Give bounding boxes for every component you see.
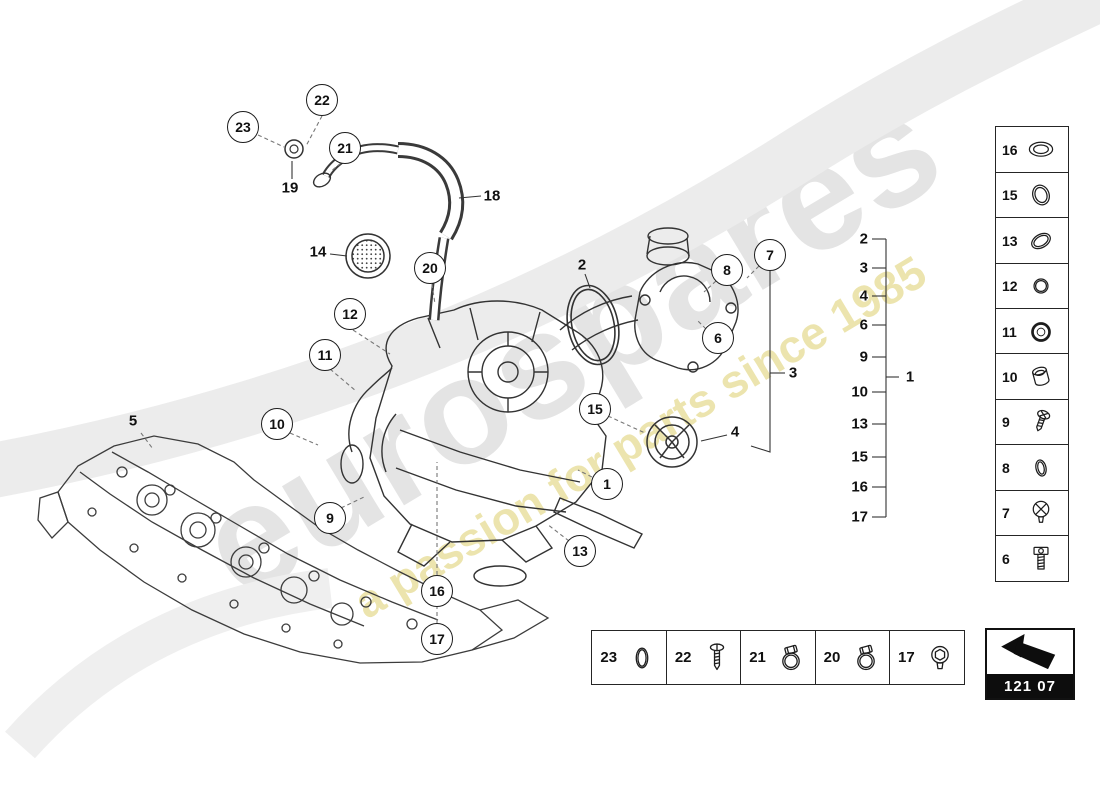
sidebar-part-9[interactable]: 9	[995, 398, 1069, 446]
ref-item-10: 10	[851, 383, 868, 401]
screw-plug-icon	[922, 640, 958, 676]
part-number: 22	[674, 649, 692, 666]
swoosh-art	[0, 0, 1100, 759]
part-number: 23	[600, 649, 618, 666]
sidebar-part-13[interactable]: 13	[995, 217, 1069, 265]
part-number: 11	[1002, 323, 1017, 340]
part-number: 6	[1002, 550, 1010, 567]
hose-art	[284, 139, 465, 321]
callout-22[interactable]: 22	[306, 84, 338, 116]
part-label-3: 3	[788, 364, 798, 382]
sidebar-part-8[interactable]: 8	[995, 444, 1069, 492]
callout-1[interactable]: 1	[591, 468, 623, 500]
part-code: 121 07	[987, 674, 1073, 698]
sidebar-part-list: 16 15 13 12 11 10 9 8 7 6	[995, 126, 1069, 583]
fastener-part-23[interactable]: 23	[591, 630, 668, 685]
ref-item-2: 2	[859, 230, 868, 248]
bushing-icon	[1024, 360, 1058, 394]
strainer-art	[345, 233, 391, 279]
part-label-2: 2	[577, 256, 587, 274]
part-number: 10	[1002, 368, 1018, 385]
callout-20[interactable]: 20	[414, 252, 446, 284]
hose-clamp-icon	[773, 640, 809, 676]
direction-arrow-icon	[987, 630, 1073, 674]
sidebar-part-12[interactable]: 12	[995, 262, 1069, 310]
part-label-5: 5	[128, 412, 138, 430]
bottom-part-row: 23 22 21 20 17	[591, 630, 966, 685]
sidebar-part-15[interactable]: 15	[995, 171, 1069, 219]
leader-lines-solid	[291, 161, 785, 453]
part-number: 16	[1002, 141, 1018, 158]
hose-clamp-icon	[848, 640, 884, 676]
callout-10[interactable]: 10	[261, 408, 293, 440]
sidebar-part-16[interactable]: 16	[995, 126, 1069, 174]
part-label-4: 4	[730, 423, 740, 441]
fastener-part-22[interactable]: 22	[665, 630, 742, 685]
part-number: 17	[898, 649, 915, 666]
ref-item-6: 6	[859, 316, 868, 334]
o-ring-small-icon	[1024, 269, 1058, 303]
part-number: 13	[1002, 232, 1018, 249]
part-code-box[interactable]: 121 07	[985, 628, 1075, 700]
ref-item-13: 13	[851, 415, 868, 433]
seal-flat-icon	[1024, 133, 1058, 167]
engine-block-art	[37, 435, 550, 664]
callout-12[interactable]: 12	[334, 298, 366, 330]
callout-6[interactable]: 6	[702, 322, 734, 354]
callout-7[interactable]: 7	[754, 239, 786, 271]
fastener-part-17[interactable]: 17	[889, 630, 966, 685]
callout-11[interactable]: 11	[309, 339, 341, 371]
part-number: 15	[1002, 187, 1018, 204]
sidebar-part-11[interactable]: 11	[995, 308, 1069, 356]
sidebar-part-7[interactable]: 7	[995, 489, 1069, 537]
callout-21[interactable]: 21	[329, 132, 361, 164]
callout-17[interactable]: 17	[421, 623, 453, 655]
fastener-part-21[interactable]: 21	[740, 630, 817, 685]
callout-13[interactable]: 13	[564, 535, 596, 567]
gasket-ring-icon	[1024, 315, 1058, 349]
part-number: 8	[1002, 459, 1010, 476]
callout-15[interactable]: 15	[579, 393, 611, 425]
sidebar-part-6[interactable]: 6	[995, 535, 1069, 583]
ref-item-3: 3	[859, 259, 868, 277]
screw-icon	[699, 640, 735, 676]
part-number: 20	[823, 649, 841, 666]
fastener-part-20[interactable]: 20	[814, 630, 891, 685]
cross-plug-icon	[1024, 496, 1058, 530]
ref-item-4: 4	[859, 287, 868, 305]
ref-item-9: 9	[859, 348, 868, 366]
ref-item-16: 16	[851, 478, 868, 496]
o-ring-icon	[1024, 178, 1058, 212]
callout-23[interactable]: 23	[227, 111, 259, 143]
torx-screw-icon	[1024, 405, 1058, 439]
seal-oval-icon	[1024, 451, 1058, 485]
part-number: 12	[1002, 278, 1018, 295]
leader-lines-dashed	[140, 115, 760, 623]
o-ring-2-art	[566, 284, 620, 366]
o-ring-tall-icon	[624, 640, 660, 676]
part-label-18: 18	[483, 187, 501, 205]
sidebar-part-10[interactable]: 10	[995, 353, 1069, 401]
part-label-14: 14	[309, 243, 327, 261]
o-ring-tilt-icon	[1024, 224, 1058, 258]
part-label-19: 19	[281, 179, 299, 197]
part-number: 7	[1002, 505, 1010, 522]
ref-item-15: 15	[851, 448, 868, 466]
thermostat-art	[646, 416, 698, 468]
ref-item-17: 17	[851, 508, 868, 526]
callout-9[interactable]: 9	[314, 502, 346, 534]
callout-16[interactable]: 16	[421, 575, 453, 607]
part-number: 21	[749, 649, 766, 666]
callout-8[interactable]: 8	[711, 254, 743, 286]
ref-target-1: 1	[905, 368, 915, 386]
reference-bracket	[872, 238, 899, 518]
socket-bolt-icon	[1024, 542, 1058, 576]
part-number: 9	[1002, 414, 1010, 431]
